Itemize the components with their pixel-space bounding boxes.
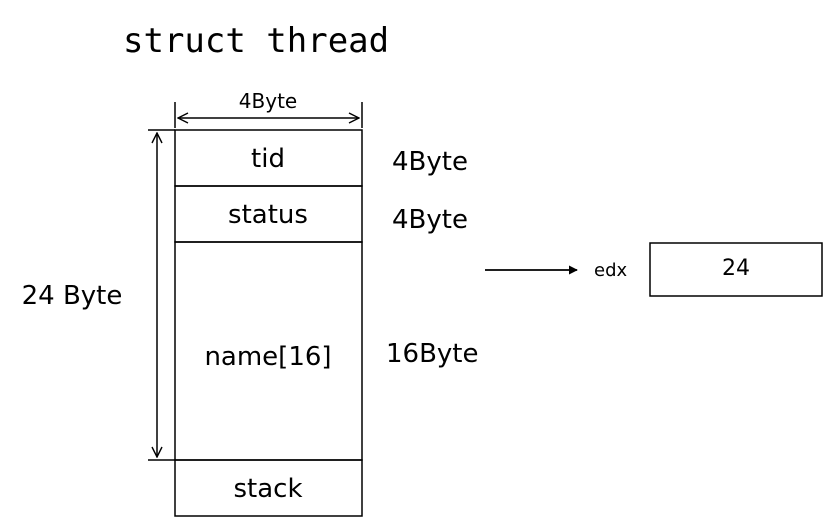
register-name: edx [594, 260, 628, 281]
field-size-tid: 4Byte [392, 147, 468, 177]
field-box-stack [174, 459, 363, 517]
struct-layout [174, 129, 363, 517]
field-name-name: name[16] [204, 342, 331, 372]
field-name-tid: tid [251, 144, 285, 174]
field-name-status: status [228, 200, 308, 230]
struct-title: struct thread [123, 21, 389, 61]
width-label: 4Byte [239, 89, 297, 113]
field-size-name: 16Byte [386, 339, 479, 369]
field-size-status: 4Byte [392, 205, 468, 235]
register-value: 24 [722, 256, 750, 281]
field-name-stack: stack [233, 474, 302, 504]
total-size-label: 24 Byte [22, 281, 123, 311]
register-box [649, 242, 823, 297]
